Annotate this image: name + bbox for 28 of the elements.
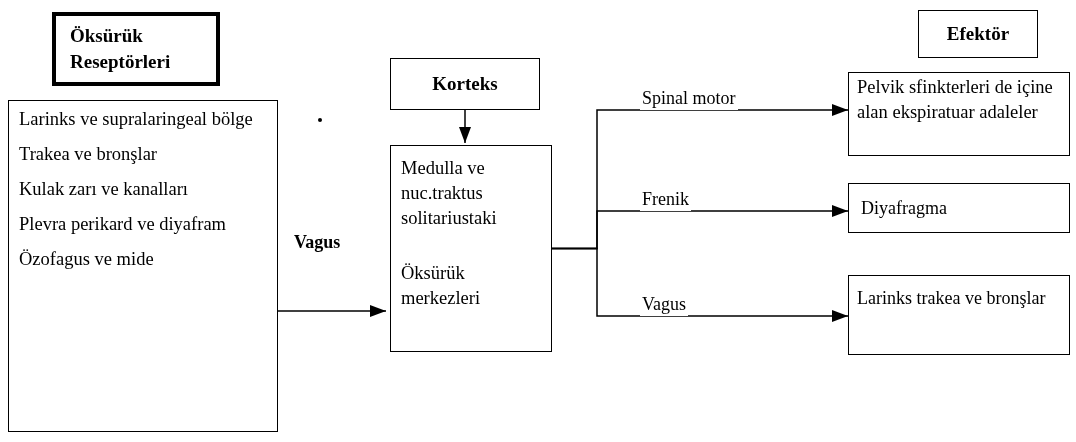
text-box — [390, 58, 540, 110]
box-text: Öksürük merkezleri — [401, 261, 482, 310]
text-box — [390, 145, 552, 352]
box-text: Öksürük Reseptörleri — [70, 24, 172, 74]
text-box — [8, 100, 278, 432]
edge-label: Vagus — [640, 294, 688, 316]
arrow — [277, 305, 387, 317]
box-text: Trakea ve bronşlar — [19, 142, 158, 166]
box-text: Diyafragma — [861, 196, 947, 220]
arrow — [551, 247, 849, 322]
text-box — [848, 275, 1070, 355]
box-text: Pelvik sfinkterleri de içine alan ekspiratuar adaleler — [857, 76, 1054, 124]
box-text: Medulla ve nuc.traktus solitariustaki — [401, 157, 498, 230]
arrow — [459, 109, 471, 144]
edge-label: Spinal motor — [640, 88, 738, 110]
edge-label: Frenik — [640, 189, 691, 211]
box-text: Larinks trakea ve bronşlar — [857, 287, 1046, 310]
text-box — [52, 12, 220, 86]
box-text: Kulak zarı ve kanalları — [19, 177, 188, 201]
box-text: Efektör — [946, 22, 1010, 47]
box-text: Özofagus ve mide — [19, 247, 154, 271]
text-box — [848, 72, 1070, 156]
text-box — [918, 10, 1038, 58]
text-box — [848, 183, 1070, 233]
box-text: Plevra perikard ve diyafram — [19, 212, 226, 236]
box-text: Korteks — [432, 72, 498, 97]
box-text: Larinks ve supralaringeal bölge — [19, 108, 253, 131]
edge-label: Vagus — [292, 232, 343, 254]
